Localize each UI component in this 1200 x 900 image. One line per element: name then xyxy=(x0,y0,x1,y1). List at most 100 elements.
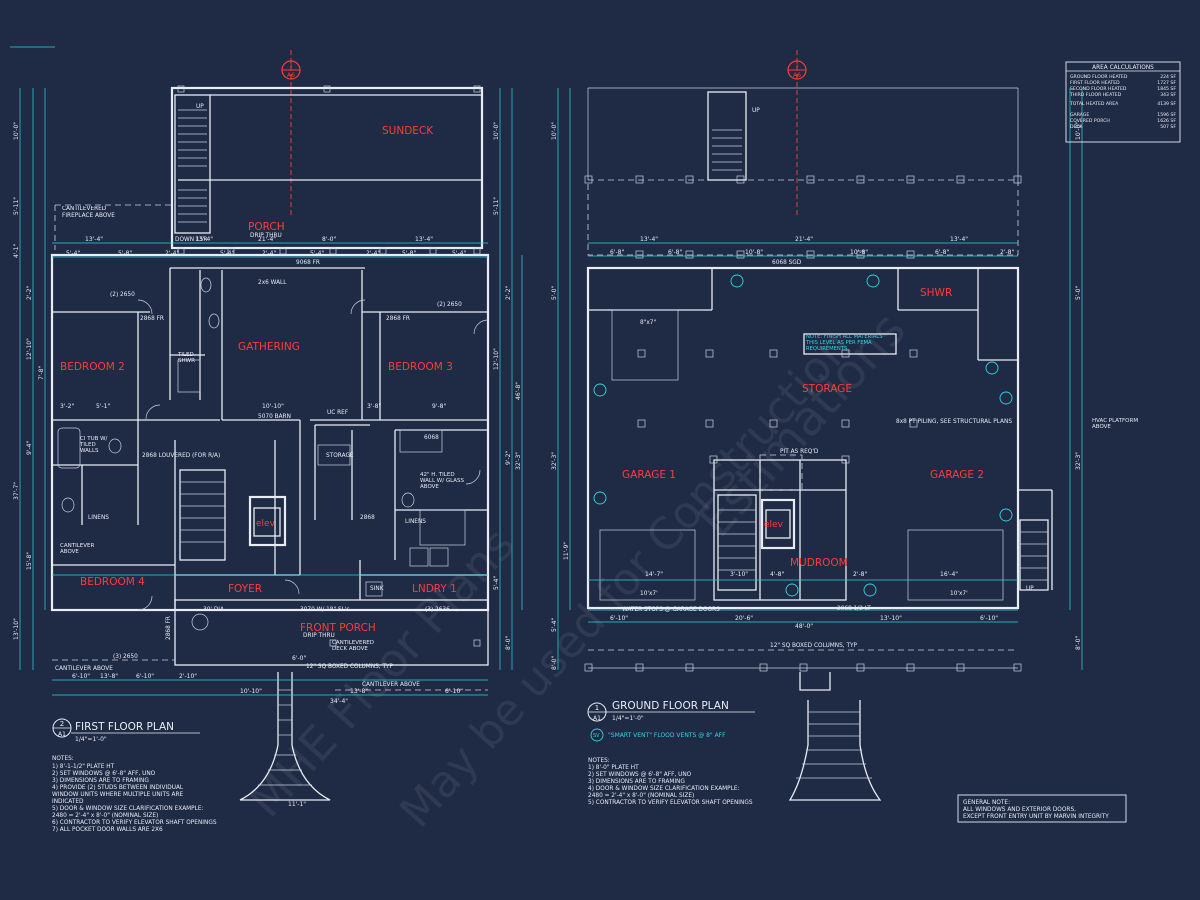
svg-text:WATER STOPS @ GARAGE DOORS: WATER STOPS @ GARAGE DOORS xyxy=(622,607,720,613)
svg-text:5'-4": 5'-4" xyxy=(220,250,234,257)
svg-text:5'-11": 5'-11" xyxy=(493,197,500,215)
room-front-porch: FRONT PORCH xyxy=(300,622,376,634)
svg-text:46'-8": 46'-8" xyxy=(515,382,522,400)
svg-text:FIRST FLOOR HEATED: FIRST FLOOR HEATED xyxy=(1070,80,1120,86)
svg-text:STORAGE: STORAGE xyxy=(326,453,354,459)
svg-text:6'-10": 6'-10" xyxy=(980,615,998,622)
tiled-wall-note: 42" H. TILED WALL W/ GLASS ABOVE xyxy=(420,472,464,491)
room-shower: SHWR xyxy=(920,287,952,299)
svg-text:1626 SF: 1626 SF xyxy=(1157,118,1176,124)
svg-text:15'-8": 15'-8" xyxy=(26,552,33,570)
ground-floor-shell xyxy=(586,266,1020,610)
svg-text:32'-3": 32'-3" xyxy=(1075,452,1082,470)
svg-text:GROUND FLOOR HEATED: GROUND FLOOR HEATED xyxy=(1070,74,1128,80)
svg-text:5070 BARN: 5070 BARN xyxy=(258,414,291,420)
svg-text:13'-4": 13'-4" xyxy=(195,236,213,243)
elevator-shaft xyxy=(248,495,287,547)
svg-text:DECK: DECK xyxy=(1070,124,1084,130)
svg-text:8"x7": 8"x7" xyxy=(640,320,656,326)
svg-text:UP: UP xyxy=(752,108,760,114)
ground-floor-title-text: GROUND FLOOR PLAN xyxy=(612,700,729,712)
ground-elevator-shaft xyxy=(760,498,796,550)
svg-text:1) 8'-0" PLATE HT: 1) 8'-0" PLATE HT xyxy=(588,765,639,771)
svg-text:6068: 6068 xyxy=(424,435,439,441)
svg-text:"SMART VENT" FLOOD VENTS @ 8": "SMART VENT" FLOOD VENTS @ 8" AFF xyxy=(608,732,726,739)
first-floor-dimension-lines xyxy=(19,88,523,696)
svg-text:7'-8": 7'-8" xyxy=(38,366,45,380)
fireplace-note: CANTILEVERED FIREPLACE ABOVE xyxy=(62,206,115,219)
first-floor-plan: 1 A6 xyxy=(13,50,523,833)
svg-text:2868 FR: 2868 FR xyxy=(166,616,172,640)
svg-text:5'-4": 5'-4" xyxy=(310,250,324,257)
svg-text:NOTES:: NOTES: xyxy=(588,758,610,764)
svg-text:2) SET WINDOWS @ 6'-8" AFF, UN: 2) SET WINDOWS @ 6'-8" AFF, UNO xyxy=(52,771,156,777)
ground-floor-notes: NOTES: 1) 8'-0" PLATE HT 2) SET WINDOWS … xyxy=(588,758,753,806)
porch-columns xyxy=(177,85,481,647)
svg-text:UP: UP xyxy=(196,104,204,110)
svg-text:10'-0": 10'-0" xyxy=(1075,122,1082,140)
svg-text:2868: 2868 xyxy=(360,515,375,521)
sundeck-outline xyxy=(170,86,484,250)
first-floor-title-text: FIRST FLOOR PLAN xyxy=(75,721,174,733)
front-porch-outline xyxy=(174,599,489,666)
front-stair xyxy=(239,672,331,801)
svg-text:32'-3": 32'-3" xyxy=(515,452,522,470)
svg-text:NOTES:: NOTES: xyxy=(52,756,74,762)
svg-text:GENERAL NOTE:: GENERAL NOTE: xyxy=(963,800,1010,806)
svg-text:2: 2 xyxy=(60,720,64,728)
svg-text:2'-8": 2'-8" xyxy=(1000,249,1014,256)
tub-note: CI TUB W/ TILED WALLS xyxy=(80,436,108,455)
room-storage: STORAGE xyxy=(802,383,852,395)
svg-text:14'-7": 14'-7" xyxy=(645,571,663,578)
svg-text:224 SF: 224 SF xyxy=(1160,74,1176,80)
svg-text:3'-2": 3'-2" xyxy=(60,403,74,410)
svg-text:THIRD FLOOR HEATED: THIRD FLOOR HEATED xyxy=(1069,92,1122,98)
svg-text:2'-10": 2'-10" xyxy=(179,673,197,680)
svg-text:2) SET WINDOWS @ 6'-8" AFF, UN: 2) SET WINDOWS @ 6'-8" AFF, UNO xyxy=(588,772,692,778)
svg-text:6'-10": 6'-10" xyxy=(610,615,628,622)
svg-text:13'-4": 13'-4" xyxy=(950,236,968,243)
svg-text:11'-9": 11'-9" xyxy=(563,542,570,560)
svg-text:10'-10": 10'-10" xyxy=(262,403,284,410)
svg-text:7) ALL POCKET DOOR WALLS ARE 2: 7) ALL POCKET DOOR WALLS ARE 2X6 xyxy=(52,827,163,833)
svg-text:1/4"=1'-0": 1/4"=1'-0" xyxy=(75,736,107,743)
svg-text:3'-10": 3'-10" xyxy=(730,571,748,578)
svg-text:LINENS: LINENS xyxy=(88,515,109,521)
svg-text:13'-4": 13'-4" xyxy=(85,236,103,243)
svg-text:2480 = 2'-4" x 8'-0" (NOMINAL: 2480 = 2'-4" x 8'-0" (NOMINAL SIZE) xyxy=(588,793,694,799)
svg-text:10'-8": 10'-8" xyxy=(745,249,763,256)
svg-text:4'-1": 4'-1" xyxy=(13,244,20,258)
svg-text:48'-0": 48'-0" xyxy=(795,623,813,630)
area-calc-title: AREA CALCULATIONS xyxy=(1092,65,1154,71)
room-laundry: LNDRY 1 xyxy=(412,583,457,595)
svg-text:2868 LOUVERED (FOR R/A): 2868 LOUVERED (FOR R/A) xyxy=(142,453,220,459)
svg-text:1845 SF: 1845 SF xyxy=(1157,86,1176,92)
smart-vent-legend: SV "SMART VENT" FLOOD VENTS @ 8" AFF xyxy=(590,728,726,742)
svg-text:13'-4": 13'-4" xyxy=(415,236,433,243)
svg-text:32'-3": 32'-3" xyxy=(551,452,558,470)
svg-text:3070 W/ 18" SL's: 3070 W/ 18" SL's xyxy=(300,607,350,613)
ground-stair xyxy=(717,454,803,591)
svg-text:2'-4": 2'-4" xyxy=(262,250,276,257)
svg-text:11'-1": 11'-1" xyxy=(288,801,306,808)
svg-text:1/4"=1'-0": 1/4"=1'-0" xyxy=(612,715,644,722)
svg-text:3'-8": 3'-8" xyxy=(367,403,381,410)
svg-text:(3) 2636: (3) 2636 xyxy=(425,607,450,613)
svg-text:4'-8": 4'-8" xyxy=(770,571,784,578)
ground-floor-title: 1 A1 GROUND FLOOR PLAN 1/4"=1'-0" xyxy=(587,700,755,722)
svg-text:12'-10": 12'-10" xyxy=(493,348,500,370)
svg-text:1) 8'-1-1/2" PLATE HT: 1) 8'-1-1/2" PLATE HT xyxy=(52,764,115,770)
fema-note: NOTE: FINISH ALL MATERIALS THIS LEVEL AS… xyxy=(806,335,883,352)
svg-text:2480 = 2'-4" x 8'-0" (NOMINAL: 2480 = 2'-4" x 8'-0" (NOMINAL SIZE) xyxy=(52,813,158,819)
smart-vents xyxy=(593,274,1013,597)
svg-text:10'-10": 10'-10" xyxy=(240,688,262,695)
svg-text:13'-10": 13'-10" xyxy=(13,618,20,640)
svg-text:6'-8": 6'-8" xyxy=(935,249,949,256)
svg-text:10'x7': 10'x7' xyxy=(950,591,968,597)
elev-label: elev xyxy=(256,519,276,529)
svg-text:507 SF: 507 SF xyxy=(1160,124,1176,130)
section-sheet: A6 xyxy=(287,72,295,79)
svg-text:8'-0": 8'-0" xyxy=(322,236,336,243)
svg-text:13'-8": 13'-8" xyxy=(350,688,368,695)
svg-text:9068 FR: 9068 FR xyxy=(296,260,320,266)
